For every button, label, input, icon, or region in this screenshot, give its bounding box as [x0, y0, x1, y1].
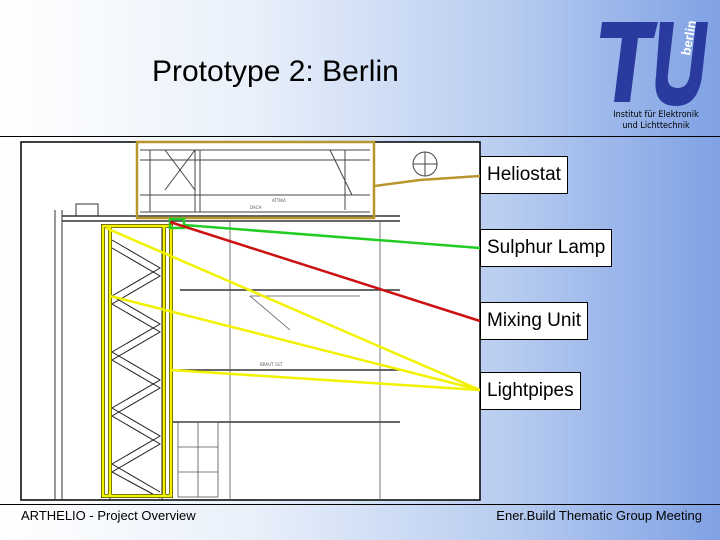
sulphur-lamp-label: Sulphur Lamp: [480, 229, 613, 267]
lightpipes-fill: [101, 224, 173, 498]
header-rule: [0, 136, 720, 137]
tu-berlin-logo: berlin: [600, 19, 708, 106]
logo-caption-line2: und Lichttechnik: [622, 121, 690, 131]
logo-caption: Institut für Elektronik und Lichttechnik: [606, 110, 706, 132]
floor-label: BRAUT 1ST: [260, 362, 283, 367]
logo-city-text: berlin: [678, 19, 699, 57]
mixing-unit-label: Mixing Unit: [480, 302, 588, 340]
sulphur-lamp-marker: [168, 217, 186, 230]
attic-label: ATTIKA: [272, 198, 286, 203]
sulphur-lamp-leader: [183, 223, 481, 250]
heliostat-label: Heliostat: [480, 156, 568, 194]
interior-details: [177, 221, 381, 500]
footer-rule: [0, 504, 720, 505]
heliostat-leader: [373, 174, 481, 188]
footer-right: Ener.Build Thematic Group Meeting: [496, 508, 702, 523]
lightpipes-label: Lightpipes: [480, 372, 581, 410]
tu-logo-mark: [600, 22, 708, 106]
footer-left: ARTHELIO - Project Overview: [21, 508, 196, 523]
roof-parapet: [54, 203, 99, 500]
roof-label: DACH: [250, 205, 261, 210]
heliostat-highlight: [135, 140, 376, 220]
lightpipes-leaders: [105, 226, 481, 392]
floor-slabs: [62, 215, 400, 423]
heliostat-structure: [140, 149, 438, 213]
slide-title: Prototype 2: Berlin: [152, 55, 399, 88]
logo-caption-line1: Institut für Elektronik: [613, 110, 699, 120]
mixing-unit-leader: [169, 220, 481, 323]
drawing-frame: [20, 141, 481, 501]
